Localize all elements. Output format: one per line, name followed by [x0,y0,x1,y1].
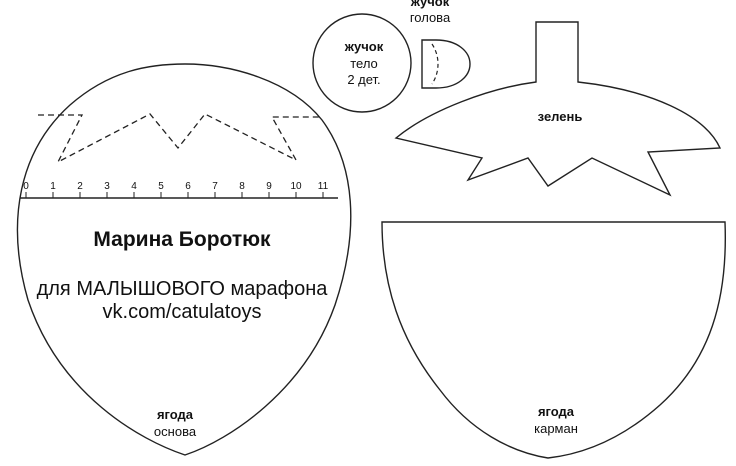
bug-head-detail: голова [409,10,451,25]
berry-base-name: ягода [156,407,194,422]
ruler-tick-label: 0 [23,181,29,192]
berry-pocket-outline [381,221,727,459]
ruler-tick-label: 7 [212,181,218,192]
ruler-tick-label: 4 [131,181,137,192]
bug-head-name: жучок [410,0,450,9]
ruler-tick-label: 9 [266,181,272,192]
promo-link: vk.com/catulatoys [102,301,262,323]
author-name: Марина Боротюк [93,228,271,251]
greens-placement-dashed [38,113,320,164]
greens-name: зелень [537,109,583,124]
bug-head-dashed-seam [431,43,439,85]
berry-base-outline [16,63,352,456]
promo-line: для МАЛЫШОВОГО марафона [36,278,328,300]
berry-pocket-name: ягода [537,404,575,419]
ruler-tick-label: 3 [104,181,110,192]
ruler-tick-label: 10 [290,181,302,192]
bug-body-detail: тело [350,56,378,71]
ruler [20,192,338,199]
bug-body-name: жучок [344,39,384,54]
berry-base-detail: основа [153,424,197,439]
ruler-tick-label: 5 [158,181,164,192]
bug-body-outline [312,13,412,113]
ruler-tick-label: 6 [185,181,191,192]
ruler-tick-label: 2 [77,181,83,192]
ruler-tick-label: 1 [50,181,56,192]
ruler-tick-label: 8 [239,181,245,192]
berry-pocket-detail: карман [534,421,578,436]
bug-head-outline [421,39,471,89]
ruler-tick-label: 11 [317,181,329,192]
bug-body-count: 2 дет. [347,72,381,87]
greens-outline [394,21,722,197]
